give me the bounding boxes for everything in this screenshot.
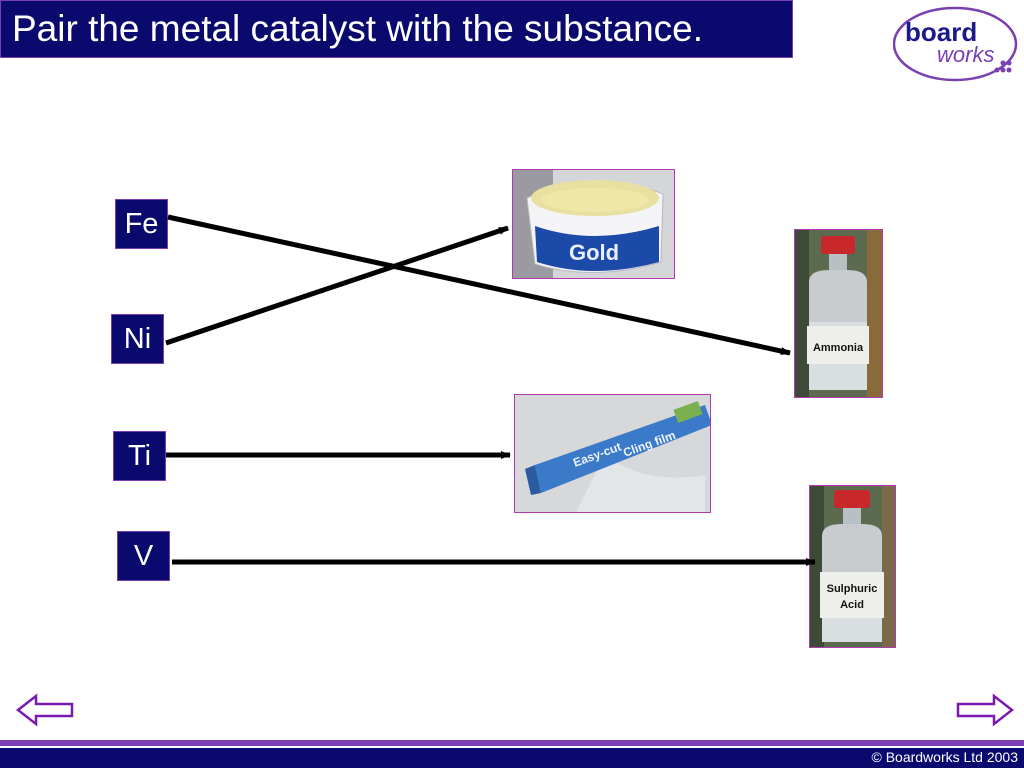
arrow-ni-to-margarine (165, 225, 509, 346)
svg-text:Gold: Gold (569, 240, 619, 265)
hollow-right-arrow-icon (956, 693, 1015, 727)
margarine-image[interactable]: Gold (512, 169, 675, 279)
metal-label: Ti (127, 439, 152, 472)
ammonia-bottle-image[interactable]: Ammonia (794, 229, 883, 398)
svg-text:Ammonia: Ammonia (813, 342, 864, 354)
forward-button[interactable] (954, 692, 1015, 728)
svg-text:Sulphuric: Sulphuric (827, 583, 878, 595)
svg-text:works: works (937, 42, 994, 67)
back-button[interactable] (15, 692, 76, 728)
page-title: Pair the metal catalyst with the substan… (12, 8, 704, 49)
boardworks-logo: board works (893, 6, 1018, 82)
metal-box-ti[interactable]: Ti (113, 431, 166, 481)
hollow-left-arrow-icon (15, 693, 74, 727)
metal-box-fe[interactable]: Fe (115, 199, 168, 249)
sulphuric-acid-bottle-image[interactable]: Sulphuric Acid (809, 485, 896, 648)
copyright-text: © Boardworks Ltd 2003 (871, 749, 1018, 765)
metal-box-ni[interactable]: Ni (111, 314, 164, 364)
cling-film-image[interactable]: Easy-cut Cling film (514, 394, 711, 513)
svg-text:board: board (905, 17, 977, 47)
arrow-fe-to-ammonia (167, 214, 791, 356)
footer-divider (0, 740, 1024, 746)
metal-label: V (133, 539, 154, 572)
metal-label: Ni (123, 322, 152, 355)
metal-box-v[interactable]: V (117, 531, 170, 581)
title-bar: Pair the metal catalyst with the substan… (0, 0, 793, 58)
metal-label: Fe (124, 207, 159, 240)
svg-text:Acid: Acid (840, 599, 864, 611)
footer-bar: © Boardworks Ltd 2003 (0, 748, 1024, 768)
